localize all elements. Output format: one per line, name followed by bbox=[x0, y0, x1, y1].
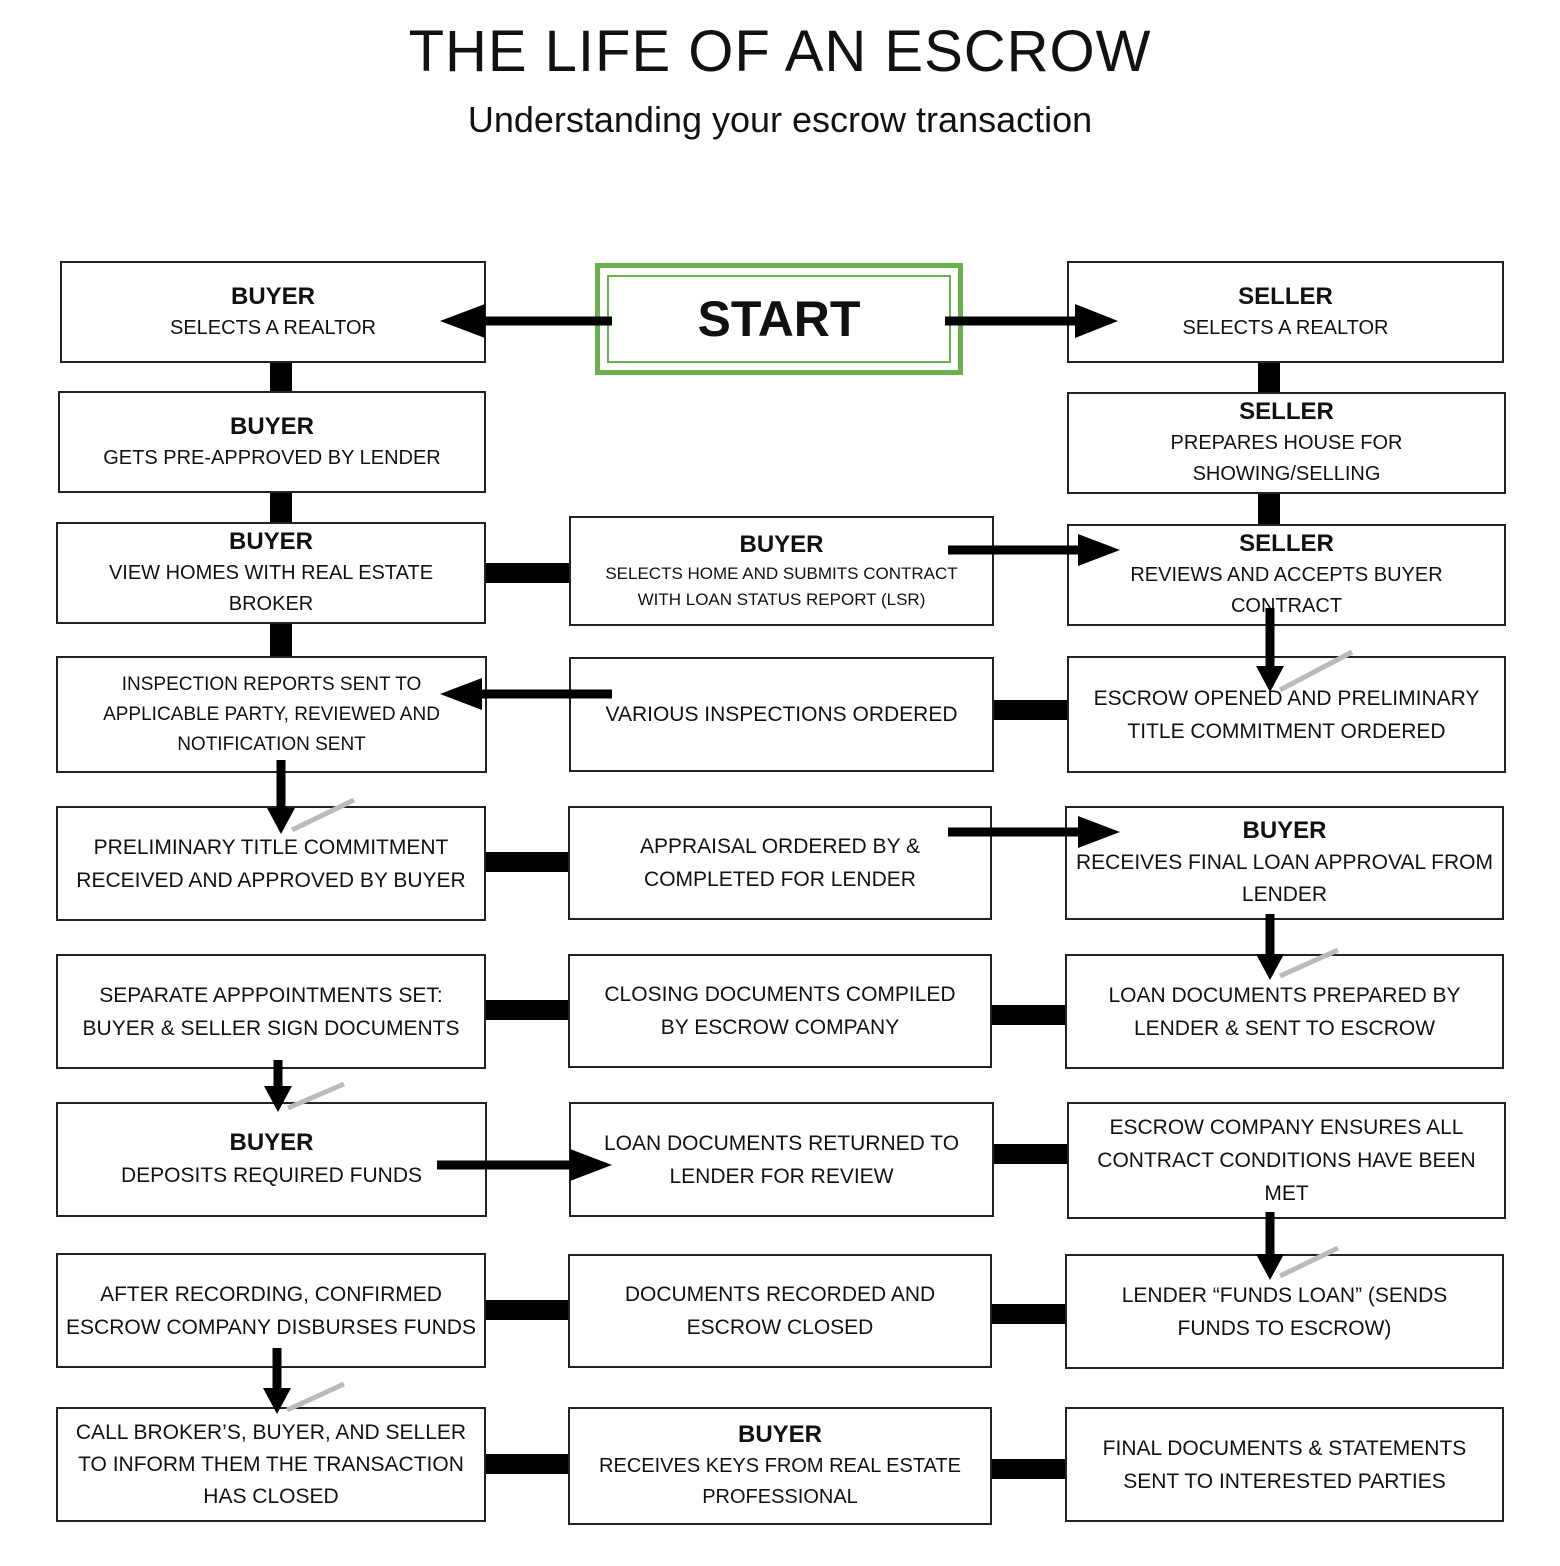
arrow-down bbox=[1256, 608, 1354, 693]
step-text: GETS PRE-APPROVED BY LENDER bbox=[103, 446, 441, 469]
connector bbox=[485, 1454, 569, 1474]
arrow-right bbox=[948, 534, 1120, 566]
step-text: VARIOUS INSPECTIONS ORDERED bbox=[605, 703, 958, 726]
step-role: BUYER bbox=[739, 531, 824, 558]
connector bbox=[270, 362, 292, 392]
step-documents-recorded: DOCUMENTS RECORDED AND ESCROW CLOSED bbox=[568, 1254, 992, 1368]
step-text: RECEIVES KEYS FROM REAL ESTATE PROFESSIO… bbox=[599, 1455, 961, 1508]
step-final-loan-approval: BUYER RECEIVES FINAL LOAN APPROVAL FROM … bbox=[1065, 806, 1504, 920]
arrow-down bbox=[1256, 1212, 1340, 1280]
connector bbox=[485, 1000, 569, 1020]
connector bbox=[1258, 493, 1280, 525]
step-text: ESCROW OPENED AND PRELIMINARY TITLE COMM… bbox=[1093, 686, 1480, 743]
connector bbox=[270, 492, 292, 522]
step-disburses-funds: AFTER RECORDING, CONFIRMED ESCROW COMPAN… bbox=[56, 1253, 486, 1368]
step-text: SELECTS HOME AND SUBMITS CONTRACT WITH L… bbox=[605, 564, 958, 609]
step-role: BUYER bbox=[1242, 817, 1327, 844]
step-role: SELLER bbox=[1239, 398, 1334, 425]
page-subtitle: Understanding your escrow transaction bbox=[467, 99, 1093, 140]
step-seller-prepares-house: SELLER PREPARES HOUSE FOR SHOWING/SELLIN… bbox=[1067, 392, 1506, 494]
connector bbox=[993, 1144, 1067, 1164]
connector bbox=[485, 1300, 569, 1320]
step-contract-conditions-met: ESCROW COMPANY ENSURES ALL CONTRACT COND… bbox=[1067, 1102, 1506, 1219]
step-role: BUYER bbox=[229, 1129, 314, 1156]
step-role: BUYER bbox=[228, 528, 313, 555]
step-text: SELECTS A REALTOR bbox=[1182, 316, 1389, 339]
step-role: BUYER bbox=[737, 1421, 822, 1448]
step-role: BUYER bbox=[229, 412, 314, 440]
connector bbox=[993, 700, 1067, 720]
arrow-down bbox=[263, 1348, 346, 1414]
step-text: VIEW HOMES WITH REAL ESTATE BROKER bbox=[108, 562, 434, 615]
step-text: REVIEWS AND ACCEPTS BUYER CONTRACT bbox=[1130, 564, 1443, 617]
step-role: SELLER bbox=[1238, 282, 1333, 310]
step-final-documents-sent: FINAL DOCUMENTS & STATEMENTS SENT TO INT… bbox=[1065, 1407, 1504, 1522]
step-call-brokers: CALL BROKER’S, BUYER, AND SELLER TO INFO… bbox=[56, 1407, 486, 1522]
step-text: PRELIMINARY TITLE COMMITMENT RECEIVED AN… bbox=[76, 835, 466, 892]
step-text: RECEIVES FINAL LOAN APPROVAL FROM LENDER bbox=[1076, 851, 1493, 906]
step-text: DEPOSITS REQUIRED FUNDS bbox=[120, 1164, 423, 1187]
step-buyer-view-homes: BUYER VIEW HOMES WITH REAL ESTATE BROKER bbox=[56, 522, 486, 624]
connector bbox=[270, 623, 292, 657]
arrow-right bbox=[945, 304, 1118, 338]
step-buyer-selects-realtor: BUYER SELECTS A REALTOR bbox=[60, 261, 486, 363]
start-label: START bbox=[607, 275, 951, 363]
step-text: LOAN DOCUMENTS PREPARED BY LENDER & SENT… bbox=[1108, 983, 1461, 1040]
step-text: ESCROW COMPANY ENSURES ALL CONTRACT COND… bbox=[1097, 1116, 1476, 1205]
connector bbox=[1258, 362, 1280, 394]
step-loan-docs-returned: LOAN DOCUMENTS RETURNED TO LENDER FOR RE… bbox=[569, 1102, 994, 1217]
step-appraisal-ordered: APPRAISAL ORDERED BY & COMPLETED FOR LEN… bbox=[568, 806, 992, 920]
arrow-right bbox=[948, 816, 1120, 848]
step-prelim-title-received: PRELIMINARY TITLE COMMITMENT RECEIVED AN… bbox=[56, 806, 486, 921]
step-text: PREPARES HOUSE FOR SHOWING/SELLING bbox=[1170, 432, 1403, 485]
step-text: LENDER “FUNDS LOAN” (SENDS FUNDS TO ESCR… bbox=[1121, 1283, 1448, 1340]
step-various-inspections: VARIOUS INSPECTIONS ORDERED bbox=[569, 657, 994, 772]
step-role: BUYER bbox=[230, 282, 315, 310]
step-text: SELECTS A REALTOR bbox=[169, 316, 376, 339]
arrow-down bbox=[267, 760, 356, 834]
arrow-right bbox=[437, 1149, 612, 1181]
step-separate-appointments: SEPARATE APPPOINTMENTS SET: BUYER & SELL… bbox=[56, 954, 486, 1069]
step-closing-docs-compiled: CLOSING DOCUMENTS COMPILED BY ESCROW COM… bbox=[568, 954, 992, 1068]
step-seller-accepts-contract: SELLER REVIEWS AND ACCEPTS BUYER CONTRAC… bbox=[1067, 524, 1506, 626]
connector bbox=[485, 563, 569, 583]
step-seller-selects-realtor: SELLER SELECTS A REALTOR bbox=[1067, 261, 1504, 363]
step-text: FINAL DOCUMENTS & STATEMENTS SENT TO INT… bbox=[1102, 1436, 1467, 1493]
connector bbox=[485, 852, 569, 872]
step-text: CLOSING DOCUMENTS COMPILED BY ESCROW COM… bbox=[604, 983, 956, 1039]
arrow-left bbox=[440, 678, 612, 710]
connector bbox=[991, 1005, 1066, 1025]
step-buyer-selects-home: BUYER SELECTS HOME AND SUBMITS CONTRACT … bbox=[569, 516, 994, 626]
step-text: LOAN DOCUMENTS RETURNED TO LENDER FOR RE… bbox=[603, 1131, 960, 1188]
step-text: DOCUMENTS RECORDED AND ESCROW CLOSED bbox=[624, 1283, 936, 1339]
step-text: SEPARATE APPPOINTMENTS SET: BUYER & SELL… bbox=[82, 983, 460, 1040]
step-escrow-opened: ESCROW OPENED AND PRELIMINARY TITLE COMM… bbox=[1067, 656, 1506, 773]
connector bbox=[991, 1304, 1066, 1324]
step-text: AFTER RECORDING, CONFIRMED ESCROW COMPAN… bbox=[66, 1282, 476, 1339]
page-title: THE LIFE OF AN ESCROW bbox=[408, 19, 1152, 84]
step-buyer-receives-keys: BUYER RECEIVES KEYS FROM REAL ESTATE PRO… bbox=[568, 1407, 992, 1525]
step-text: INSPECTION REPORTS SENT TO APPLICABLE PA… bbox=[103, 673, 440, 755]
start-node: START bbox=[595, 263, 963, 375]
arrow-down bbox=[264, 1060, 345, 1112]
step-buyer-preapproved: BUYER GETS PRE-APPROVED BY LENDER bbox=[58, 391, 486, 493]
step-inspection-reports: INSPECTION REPORTS SENT TO APPLICABLE PA… bbox=[56, 656, 487, 773]
arrow-left bbox=[440, 304, 612, 338]
step-buyer-deposits-funds: BUYER DEPOSITS REQUIRED FUNDS bbox=[56, 1102, 487, 1217]
arrow-down bbox=[1256, 914, 1340, 980]
step-text: CALL BROKER’S, BUYER, AND SELLER TO INFO… bbox=[75, 1420, 467, 1508]
connector bbox=[991, 1459, 1066, 1479]
step-text: APPRAISAL ORDERED BY & COMPLETED FOR LEN… bbox=[639, 835, 921, 891]
step-role: SELLER bbox=[1239, 530, 1334, 557]
